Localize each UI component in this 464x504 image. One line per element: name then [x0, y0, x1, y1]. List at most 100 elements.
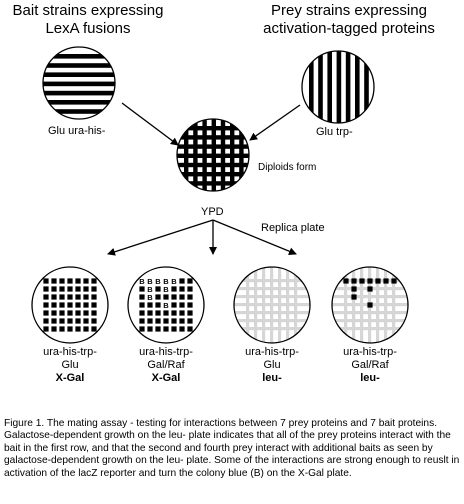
plate-1-label: ura-his-trp- Glu X-Gal [25, 346, 115, 385]
prey-stripe [336, 51, 342, 123]
colony [51, 310, 57, 316]
plate-3-line1: ura-his-trp- [245, 346, 299, 358]
colony [171, 302, 177, 308]
faint-row [332, 319, 408, 323]
colony [139, 286, 145, 292]
faint-row [234, 319, 310, 323]
colony-blue-label: B [147, 293, 153, 302]
colony [155, 302, 161, 308]
colony [359, 278, 365, 284]
colony [139, 294, 145, 300]
colony [43, 326, 49, 332]
plate-glu-leu [233, 266, 311, 344]
prey-stripe [309, 51, 314, 123]
replica-arrow-3 [212, 219, 297, 256]
colony [51, 318, 57, 324]
colony-blue-bg [162, 277, 170, 285]
bait-title: Bait strains expressing LexA fusions [2, 2, 174, 38]
colony [179, 326, 185, 332]
diploid-row [177, 162, 249, 168]
plate-3-label: ura-his-trp- Glu leu- [227, 346, 317, 385]
prey-stripe [327, 51, 332, 123]
bait-plate [42, 46, 116, 120]
plate-2-line1: ura-his-trp- [139, 346, 193, 358]
faint-column [286, 267, 290, 343]
colony [171, 318, 177, 324]
faint-column [392, 267, 396, 343]
colony [83, 326, 89, 332]
colony [367, 278, 373, 284]
colony [51, 294, 57, 300]
colony [147, 326, 153, 332]
colony [59, 310, 65, 316]
plate-3-line2: Glu [263, 359, 281, 371]
colony [75, 310, 81, 316]
colony [343, 278, 349, 284]
colony [163, 318, 169, 324]
colony [187, 286, 193, 292]
colony [59, 326, 65, 332]
colony-blue-bg [170, 277, 178, 285]
figure-caption: Figure 1. The mating assay - testing for… [4, 418, 460, 479]
prey-stripe [355, 51, 360, 123]
plate-2-line2: Gal/Raf [147, 359, 185, 371]
colony [43, 302, 49, 308]
colony [91, 302, 97, 308]
faint-column [294, 267, 298, 343]
plate-glu-xgal [31, 266, 109, 344]
plate-2-line3: X-Gal [151, 372, 181, 384]
prey-to-diploid-arrow [249, 104, 301, 141]
colony [171, 310, 177, 316]
colony [59, 294, 65, 300]
bait-title-line1: Bait strains expressing [12, 2, 164, 19]
colony [75, 294, 81, 300]
colony [351, 278, 357, 284]
colony [83, 302, 89, 308]
colony [383, 278, 389, 284]
colony [179, 294, 185, 300]
colony [43, 286, 49, 292]
colony [43, 278, 49, 284]
plate-4-label: ura-his-trp- Gal/Raf leu- [325, 346, 415, 385]
colony [187, 302, 193, 308]
colony [75, 326, 81, 332]
colony [179, 278, 185, 284]
bait-stripe [43, 90, 115, 96]
colony-blue-label: B [163, 277, 169, 286]
faint-column [278, 267, 282, 343]
colony-blue-bg [146, 293, 154, 301]
colony [43, 310, 49, 316]
colony-blue-label: B [171, 277, 177, 286]
colony [187, 278, 193, 284]
colony [83, 278, 89, 284]
colony [163, 310, 169, 316]
colony [147, 310, 153, 316]
faint-column [376, 267, 380, 343]
colony-blue-label: B [139, 277, 145, 286]
colony [187, 318, 193, 324]
colony [187, 294, 193, 300]
prey-title: Prey strains expressing activation-tagge… [238, 2, 460, 38]
diploid-column [239, 119, 244, 191]
colony [43, 318, 49, 324]
colony [155, 286, 161, 292]
bait-medium-label: Glu ura-his- [48, 125, 106, 137]
prey-plate [301, 50, 375, 124]
colony [91, 294, 97, 300]
diploid-plate [176, 118, 250, 192]
faint-column [270, 267, 274, 343]
colony [155, 326, 161, 332]
colony [51, 326, 57, 332]
bait-stripe [43, 54, 115, 59]
colony [59, 318, 65, 324]
colony [391, 278, 397, 284]
colony [367, 302, 373, 308]
ypd-label: YPD [201, 206, 224, 218]
plate-4-line2: Gal/Raf [351, 359, 389, 371]
colony [43, 294, 49, 300]
colony-blue-bg [146, 285, 154, 293]
plate-2-label: ura-his-trp- Gal/Raf X-Gal [121, 346, 211, 385]
colony [139, 318, 145, 324]
